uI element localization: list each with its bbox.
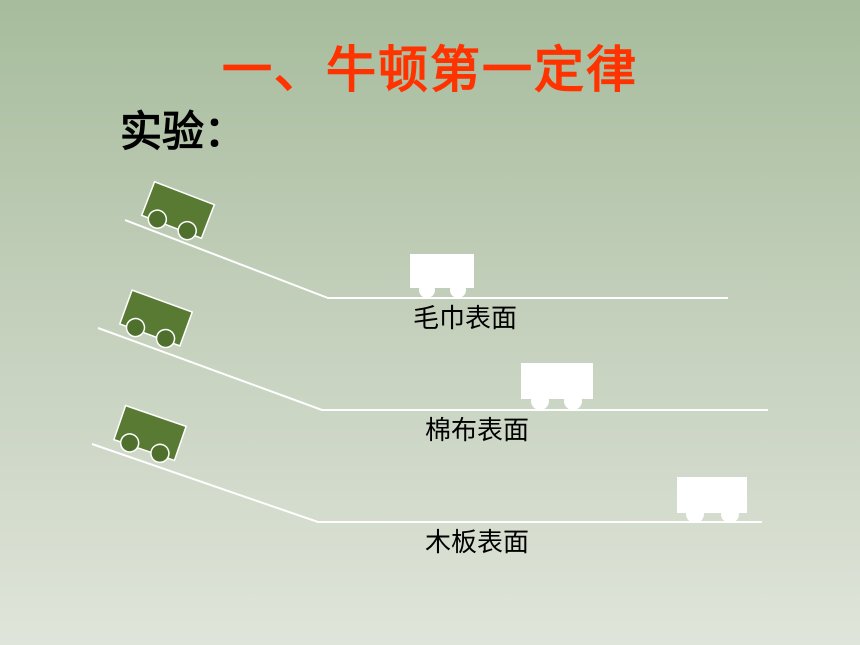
stopped-cart: [521, 363, 593, 410]
sliding-cart: [118, 289, 194, 349]
surface-label-towel: 毛巾表面: [413, 304, 518, 334]
track-line: [91, 443, 762, 523]
sliding-cart: [112, 404, 188, 464]
slide-title: 一、牛顿第一定律: [222, 41, 638, 99]
experiment-heading: 实验：: [120, 107, 247, 156]
stopped-cart: [677, 477, 747, 523]
sliding-cart: [140, 180, 216, 241]
track-line: [124, 219, 728, 299]
surface-label-wood: 木板表面: [425, 528, 530, 558]
surface-label-cotton: 棉布表面: [425, 416, 530, 446]
track-wood: [91, 404, 762, 523]
track-line: [97, 327, 768, 411]
stopped-cart: [410, 254, 474, 298]
track-towel: [124, 180, 728, 299]
track-cotton: [97, 289, 768, 411]
